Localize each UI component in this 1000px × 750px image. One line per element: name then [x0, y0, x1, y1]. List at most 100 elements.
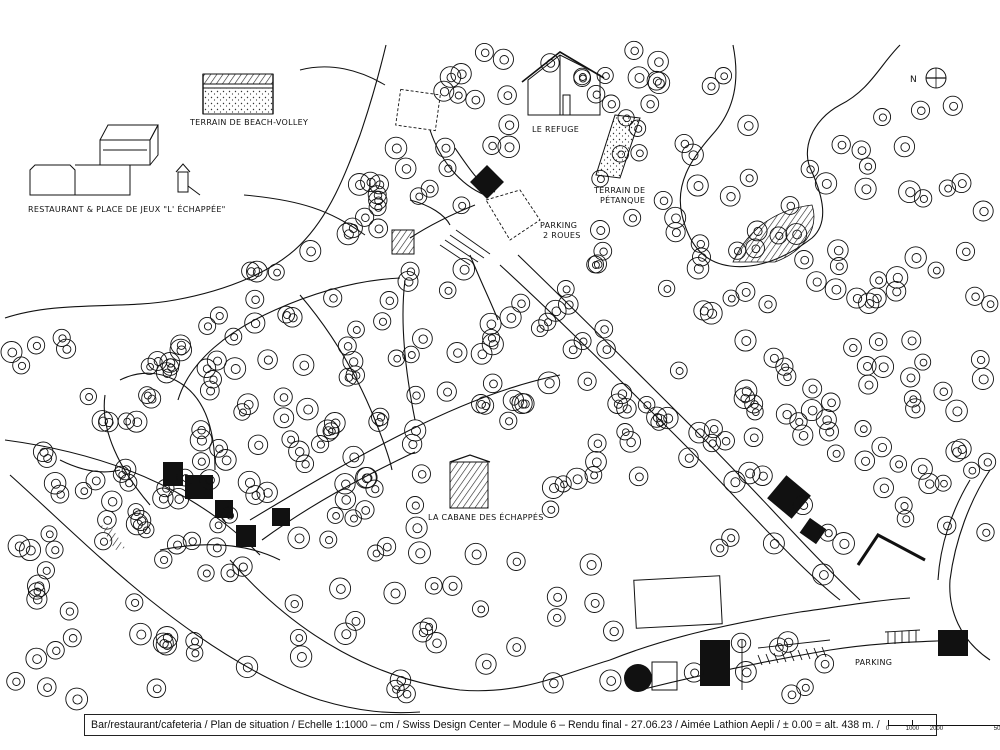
tree-icon — [376, 536, 397, 557]
tree-icon — [647, 50, 669, 73]
tree-icon — [368, 218, 389, 239]
tree-icon — [241, 261, 260, 281]
tree-core-icon — [709, 424, 719, 434]
tree-core-icon — [136, 516, 147, 526]
tree-icon — [277, 305, 296, 324]
tree-icon — [246, 260, 268, 283]
tree-core-icon — [363, 473, 373, 483]
tree-core-icon — [878, 113, 887, 122]
tree-icon — [889, 455, 908, 473]
tree-core-icon — [382, 542, 392, 552]
tree-icon — [981, 295, 999, 313]
tree-core-icon — [480, 48, 490, 58]
tree-core-icon — [512, 557, 522, 567]
tree-icon — [898, 180, 921, 204]
tree-icon — [721, 528, 740, 547]
tree-icon — [843, 338, 862, 357]
tree-icon — [871, 436, 892, 458]
tree-icon — [873, 108, 892, 126]
tree-core-icon — [202, 364, 212, 374]
tree-icon — [62, 628, 82, 648]
tree-core-icon — [602, 72, 610, 80]
tree-core-icon — [446, 72, 457, 83]
tree-icon — [256, 481, 278, 504]
tree-core-icon — [176, 340, 186, 350]
tree-core-icon — [721, 437, 731, 446]
tree-core-icon — [401, 164, 412, 174]
tree-icon — [777, 631, 799, 653]
tree-icon — [794, 250, 814, 270]
tree-core-icon — [160, 555, 169, 565]
tree-core-icon — [769, 353, 779, 363]
tree-core-icon — [499, 55, 509, 65]
tree-core-icon — [344, 373, 353, 382]
tree-core-icon — [136, 629, 147, 640]
tree-core-icon — [864, 162, 873, 171]
tree-core-icon — [957, 179, 967, 189]
tree-icon — [316, 419, 339, 442]
tree-icon — [492, 48, 514, 70]
tree-core-icon — [799, 501, 809, 510]
tree-core-icon — [378, 317, 388, 326]
tree-core-icon — [372, 549, 381, 558]
tree-core-icon — [688, 150, 699, 161]
tree-icon — [743, 427, 764, 448]
tree-core-icon — [104, 417, 114, 428]
tree-icon — [730, 632, 752, 654]
tree-core-icon — [503, 91, 513, 100]
tree-icon — [199, 380, 220, 401]
tree-core-icon — [940, 479, 948, 488]
tree-icon — [796, 678, 814, 697]
tree-icon — [159, 352, 181, 373]
tree-core-icon — [628, 214, 638, 223]
tree-core-icon — [764, 300, 773, 309]
tree-core-icon — [900, 142, 910, 152]
tree-icon — [858, 292, 880, 314]
tree-core-icon — [690, 668, 700, 678]
tree-icon — [537, 371, 561, 395]
tree-core-icon — [390, 588, 401, 599]
tree-icon — [129, 622, 152, 646]
tree-core-icon — [477, 399, 486, 409]
tree-icon — [433, 80, 455, 102]
tree-core-icon — [7, 347, 18, 358]
tree-core-icon — [617, 150, 626, 159]
tree-icon — [85, 470, 106, 491]
tree-core-icon — [600, 325, 609, 334]
tree-icon — [209, 516, 227, 534]
tree-icon — [125, 512, 149, 536]
tree-core-icon — [695, 428, 705, 438]
tree-core-icon — [792, 229, 802, 240]
tree-core-icon — [837, 140, 847, 150]
tree-core-icon — [426, 185, 435, 194]
tree-core-icon — [441, 143, 451, 153]
tree-core-icon — [212, 543, 222, 553]
tree-icon — [232, 556, 253, 577]
tree-core-icon — [622, 404, 632, 414]
tree-icon — [237, 470, 261, 494]
tree-core-icon — [325, 536, 334, 545]
tree-core-icon — [782, 409, 792, 420]
tree-core-icon — [509, 396, 519, 406]
tree-core-icon — [415, 548, 426, 559]
tree-icon — [36, 561, 55, 580]
tree-core-icon — [98, 416, 108, 427]
tree-icon — [599, 669, 622, 692]
tree-core-icon — [489, 379, 498, 389]
tree-core-icon — [153, 357, 163, 366]
tree-core-icon — [391, 143, 402, 154]
tree-core-icon — [547, 505, 556, 514]
tree-core-icon — [671, 228, 681, 238]
tree-icon — [674, 133, 694, 154]
tree-icon — [603, 620, 624, 642]
tree-core-icon — [295, 634, 304, 642]
tree-core-icon — [716, 544, 725, 553]
shoreline-arc — [243, 194, 366, 236]
tree-icon — [203, 370, 222, 389]
tree-icon — [170, 334, 191, 356]
tree-icon — [937, 515, 957, 536]
tree-icon — [287, 526, 310, 550]
tree-core-icon — [341, 629, 352, 640]
tree-core-icon — [263, 355, 273, 365]
tree-core-icon — [477, 349, 488, 360]
